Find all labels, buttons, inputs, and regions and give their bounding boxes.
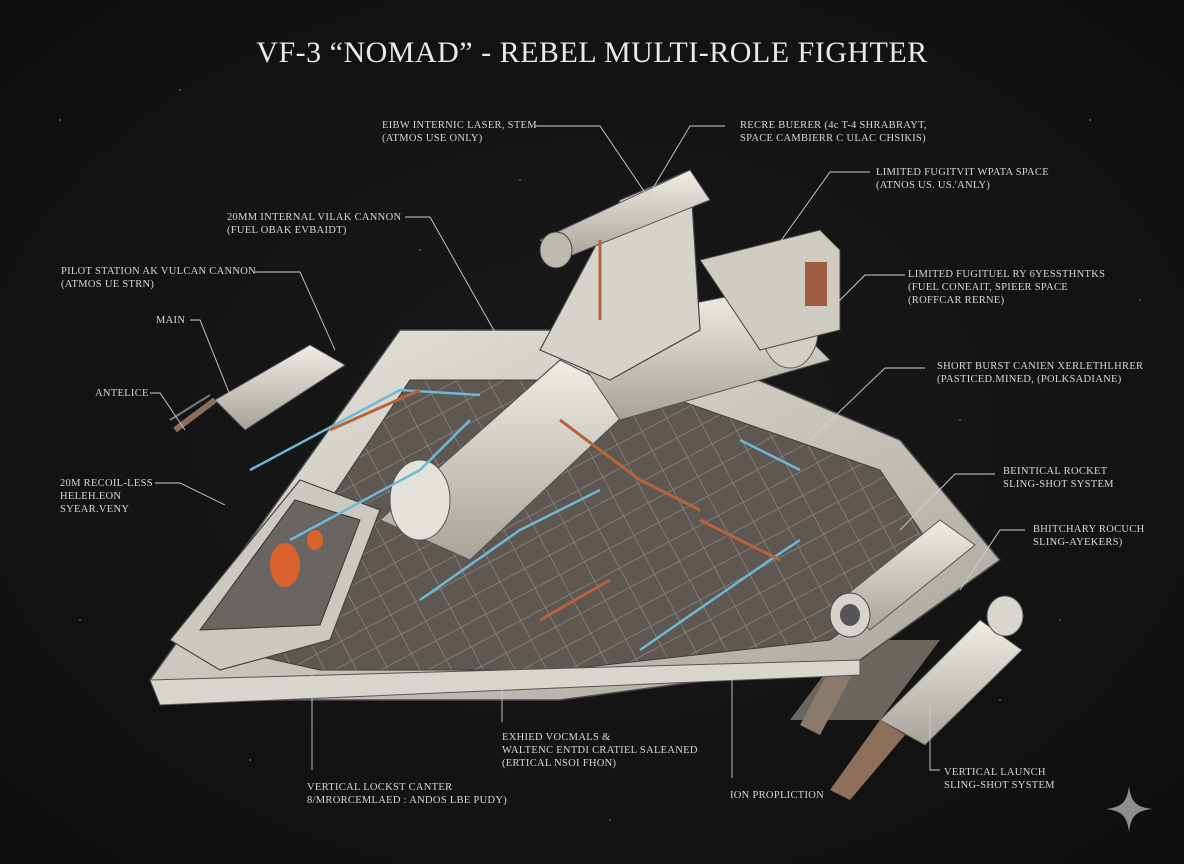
power-conduits: [329, 240, 781, 622]
callout-line: SPACE CAMBIERR C ULAC CHSIKIS): [740, 133, 926, 144]
vertical-fin: [539, 169, 841, 381]
callout-line: 20MM INTERNAL VILAK CANNON: [227, 212, 402, 223]
callout-line: (FUEL CONEAIT, SPIEER SPACE: [908, 282, 1068, 293]
callout-line: MAIN: [156, 315, 186, 326]
callout-line: EXHIED VOCMALS &: [502, 732, 611, 743]
callout-exhied-vocmals: EXHIED VOCMALS & WALTENC ENTDI CRATIEL S…: [502, 731, 698, 770]
callout-antelice: ANTELICE: [95, 387, 149, 400]
callout-line: SLING-SHOT SYSTEM: [944, 780, 1055, 791]
callout-line: 20M RECOIL-LESS: [60, 478, 153, 489]
callout-line: SHORT BURST CANIEN XERLETHLHRER: [937, 361, 1144, 372]
callout-line: WALTENC ENTDI CRATIEL SALEANED: [502, 745, 698, 756]
page-title: VF-3 “NOMAD” - REBEL MULTI-ROLE FIGHTER: [256, 36, 928, 69]
callout-line: SLING-SHOT SYSTEM: [1003, 479, 1114, 490]
callout-line: RECRE BUERER (4c T-4 SHRABRAYT,: [740, 120, 927, 131]
callout-bhitchary-rocket: BHITCHARY ROCUCH SLING-AYEKERS): [1033, 523, 1144, 549]
callout-line: (ATMOS USE ONLY): [382, 133, 483, 144]
callout-line: (PASTICED.MINED, (POLKSADIANE): [937, 374, 1122, 385]
callout-line: PILOT STATION AK VULCAN CANNON: [61, 266, 257, 277]
callout-beintical-rocket: BEINTICAL ROCKET SLING-SHOT SYSTEM: [1003, 465, 1114, 491]
callout-ion-propulsion: ION PROPLICTION: [730, 789, 824, 802]
callout-line: VERTICAL LOCKST CANTER: [307, 782, 453, 793]
callout-main: MAIN: [156, 314, 185, 327]
callout-line: (FUEL OBAK EVBAIDT): [227, 225, 347, 236]
callout-limited-fugitive-space: LIMITED FUGITVIT WPATA SPACE (ATNOS US. …: [876, 166, 1049, 192]
callout-vulcan-20mm: 20MM INTERNAL VILAK CANNON (FUEL OBAK EV…: [227, 211, 401, 237]
callout-vertical-launch: VERTICAL LAUNCH SLING-SHOT SYSTEM: [944, 766, 1055, 792]
callout-line: LIMITED FUGITUEL RY 6YESSTHNTKS: [908, 269, 1106, 280]
callout-line: LIMITED FUGITVIT WPATA SPACE: [876, 167, 1049, 178]
callout-vertical-lockst: VERTICAL LOCKST CANTER 8/MRORCEMLAED : A…: [307, 781, 507, 807]
sparkle-watermark-icon: [1106, 786, 1152, 832]
cockpit: [169, 479, 381, 671]
callout-limited-fugitive-ry: LIMITED FUGITUEL RY 6YESSTHNTKS (FUEL CO…: [908, 268, 1105, 307]
callout-line: SLING-AYEKERS): [1033, 537, 1123, 548]
callout-line: HELEH.EON: [60, 491, 122, 502]
callout-line: SYEAR.VENY: [60, 504, 130, 515]
starfield: [59, 89, 1141, 821]
callout-line: BHITCHARY ROCUCH: [1033, 524, 1145, 535]
right-engine-pod: [829, 519, 976, 638]
leader-lines: [150, 125, 1025, 778]
callout-line: ION PROPLICTION: [730, 790, 825, 801]
callout-line: (ATMOS UE STRN): [61, 279, 155, 290]
callout-recre-buerer: RECRE BUERER (4c T-4 SHRABRAYT, SPACE CA…: [740, 119, 927, 145]
left-cannon: [169, 344, 346, 433]
callout-line: (ERTICAL NSOI FHON): [502, 758, 617, 769]
callout-line: ANTELICE: [95, 388, 149, 399]
callout-pilot-station: PILOT STATION AK VULCAN CANNON (ATMOS UE…: [61, 265, 256, 291]
callout-internal-laser: EIBW INTERNIC LASER, STEM (ATMOS USE ONL…: [382, 119, 537, 145]
callout-line: EIBW INTERNIC LASER, STEM: [382, 120, 537, 131]
callout-line: (ATNOS US. US.'ANLY): [876, 180, 991, 191]
callout-line: 8/MRORCEMLAED : ANDOS LBE PUDY): [307, 795, 508, 806]
callout-recoilless: 20M RECOIL-LESS HELEH.EON SYEAR.VENY: [60, 477, 153, 516]
callout-line: (ROFFCAR RERNE): [908, 295, 1005, 306]
callout-short-burst: SHORT BURST CANIEN XERLETHLHRER (PASTICE…: [937, 360, 1143, 386]
callout-line: BEINTICAL ROCKET: [1003, 466, 1108, 477]
callout-line: VERTICAL LAUNCH: [944, 767, 1046, 778]
coolant-lines: [249, 388, 801, 652]
